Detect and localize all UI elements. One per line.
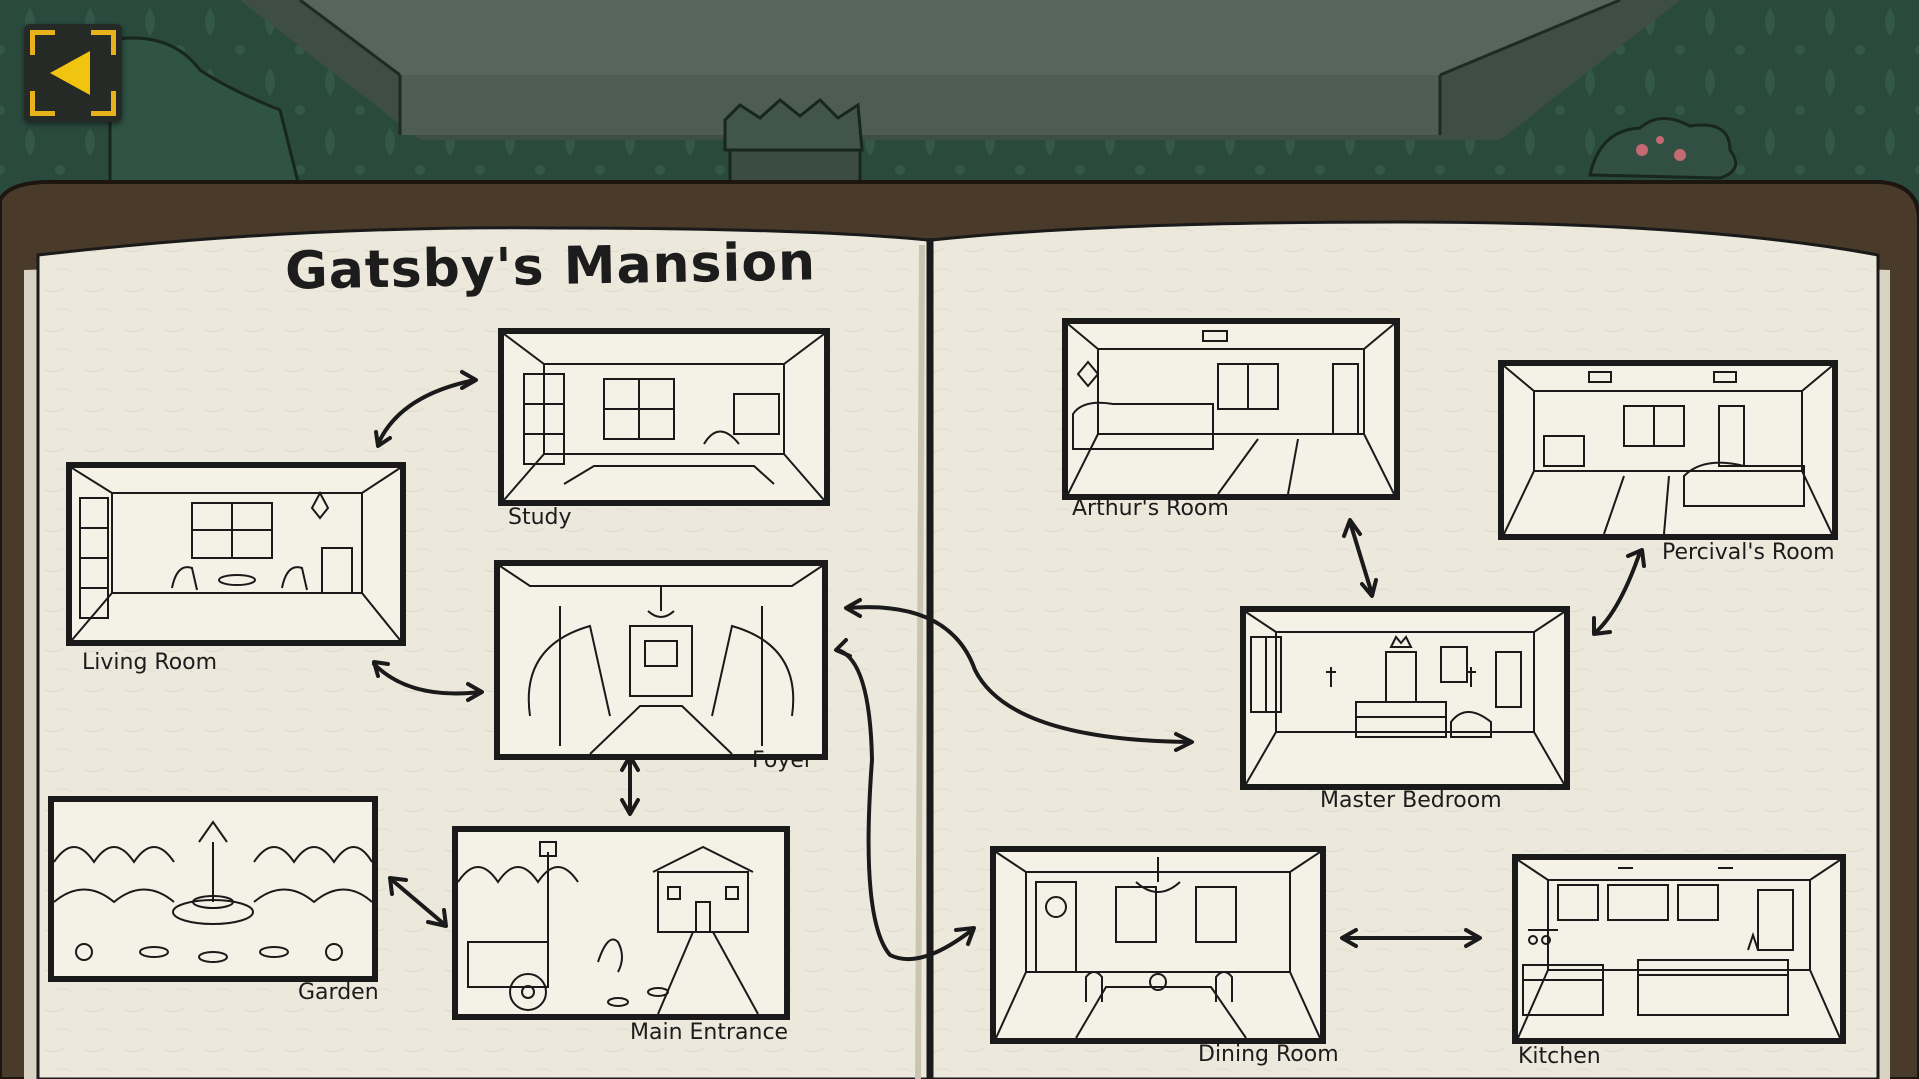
back-arrow-icon (50, 51, 90, 95)
foyer-sketch (500, 566, 822, 754)
master-bedroom-sketch (1246, 612, 1564, 784)
main-entrance-sketch (458, 841, 759, 1014)
room-label-main-entrance: Main Entrance (630, 1020, 789, 1045)
room-main-entrance[interactable] (452, 826, 790, 1020)
corner-bracket-decoration (91, 91, 116, 116)
room-living-room[interactable] (66, 462, 406, 646)
room-arthurs-room[interactable] (1062, 318, 1400, 500)
garden-sketch (54, 820, 372, 963)
back-button[interactable] (24, 24, 122, 122)
corner-bracket-decoration (30, 91, 55, 116)
corner-bracket-decoration (30, 30, 55, 55)
percivals-room-sketch (1504, 366, 1832, 534)
room-foyer[interactable] (494, 560, 828, 760)
room-label-garden: Garden (298, 980, 379, 1005)
room-master-bedroom[interactable] (1240, 606, 1570, 790)
study-sketch (504, 334, 824, 500)
room-label-dining-room: Dining Room (1198, 1042, 1339, 1067)
room-garden[interactable] (48, 796, 378, 982)
room-percivals-room[interactable] (1498, 360, 1838, 540)
room-label-percivals-room: Percival's Room (1662, 540, 1835, 565)
room-label-foyer: Foyer (752, 748, 813, 773)
map-title: Gatsby's Mansion (284, 232, 817, 302)
corner-bracket-decoration (91, 30, 116, 55)
connection-arrows (372, 370, 1646, 962)
room-label-study: Study (508, 505, 572, 530)
kitchen-sketch (1518, 860, 1840, 1038)
room-label-arthurs-room: Arthur's Room (1072, 496, 1229, 521)
room-label-living-room: Living Room (82, 650, 218, 675)
room-label-master-bedroom: Master Bedroom (1320, 788, 1502, 813)
room-dining-room[interactable] (990, 846, 1326, 1044)
living-room-sketch (72, 468, 400, 640)
room-label-kitchen: Kitchen (1518, 1044, 1601, 1069)
room-study[interactable] (498, 328, 830, 506)
arthurs-room-sketch (1068, 324, 1394, 494)
dining-room-sketch (996, 852, 1320, 1038)
room-kitchen[interactable] (1512, 854, 1846, 1044)
